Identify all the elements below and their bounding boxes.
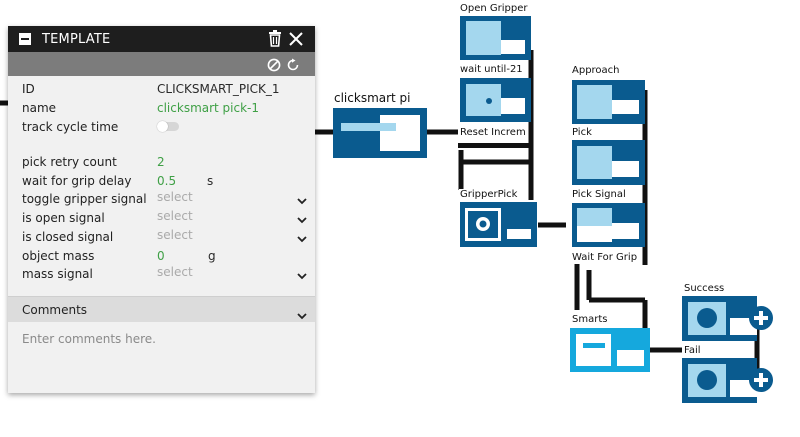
collapse-icon[interactable] — [19, 33, 31, 45]
name-field[interactable]: clicksmart pick-1 — [157, 101, 260, 115]
track-cycle-time-toggle[interactable] — [157, 121, 179, 132]
label-clicksmart: clicksmart pi — [333, 91, 412, 105]
prop-label: toggle gripper signal — [22, 192, 147, 206]
toggle-gripper-signal-select[interactable]: select — [157, 190, 193, 204]
label-gripper-pick: GripperPick — [459, 189, 519, 201]
prop-label: is open signal — [22, 211, 105, 225]
node-success[interactable] — [682, 296, 757, 341]
prop-row-wait-for-grip-delay: wait for grip delay 0.5 s — [8, 172, 315, 190]
id-value: CLICKSMART_PICK_1 — [157, 82, 280, 96]
add-fail-icon[interactable] — [749, 368, 773, 392]
prop-row-object-mass: object mass 0 g — [8, 247, 315, 265]
is-open-signal-select[interactable]: select — [157, 209, 193, 223]
prop-label: object mass — [22, 249, 95, 263]
chevron-down-icon[interactable] — [297, 213, 307, 227]
prop-label: name — [22, 101, 57, 115]
prop-row-toggle-gripper-signal: toggle gripper signal select — [8, 190, 315, 208]
disable-icon[interactable] — [267, 57, 281, 76]
node-gripper-pick[interactable] — [460, 202, 537, 247]
node-wait-until[interactable] — [460, 78, 531, 122]
prop-label: pick retry count — [22, 155, 117, 169]
prop-label: track cycle time — [22, 120, 119, 134]
label-approach: Approach — [571, 65, 621, 77]
comments-header[interactable]: Comments — [8, 296, 315, 322]
label-wait-for-grip: Wait For Grip — [571, 252, 639, 264]
prop-label: mass signal — [22, 267, 93, 281]
prop-row-id: ID CLICKSMART_PICK_1 — [8, 80, 315, 98]
label-smarts: Smarts — [571, 314, 609, 326]
wait-for-grip-delay-field[interactable]: 0.5 — [157, 174, 177, 188]
panel-toolbar — [8, 52, 315, 76]
label-fail: Fail — [683, 345, 702, 357]
label-pick-signal: Pick Signal — [571, 189, 627, 201]
prop-label: is closed signal — [22, 230, 114, 244]
prop-row-track-cycle-time: track cycle time — [8, 118, 315, 136]
panel-header: TEMPLATE — [8, 26, 315, 52]
prop-row-is-open-signal: is open signal select — [8, 209, 315, 227]
chevron-down-icon[interactable] — [297, 232, 307, 246]
node-open-gripper[interactable] — [460, 16, 531, 60]
unit-label: s — [207, 174, 214, 188]
panel-title: TEMPLATE — [42, 31, 111, 47]
object-mass-field[interactable]: 0 — [157, 249, 165, 263]
prop-label: wait for grip delay — [22, 174, 132, 188]
node-approach[interactable] — [572, 80, 645, 124]
prop-row-pick-retry-count: pick retry count 2 — [8, 153, 315, 171]
node-pick[interactable] — [572, 140, 645, 185]
label-open-gripper: Open Gripper — [459, 3, 529, 15]
node-pick-signal[interactable] — [572, 203, 645, 247]
node-clicksmart[interactable] — [333, 108, 427, 158]
pick-retry-count-field[interactable]: 2 — [157, 155, 165, 169]
mass-signal-select[interactable]: select — [157, 265, 193, 279]
add-success-icon[interactable] — [749, 306, 773, 330]
comments-input[interactable]: Enter comments here. — [22, 332, 156, 346]
prop-row-mass-signal: mass signal select — [8, 265, 315, 283]
chevron-down-icon[interactable] — [297, 194, 307, 208]
label-reset-increm: Reset Increm — [459, 127, 527, 139]
prop-row-is-closed-signal: is closed signal select — [8, 228, 315, 246]
reset-icon[interactable] — [286, 57, 300, 76]
is-closed-signal-select[interactable]: select — [157, 228, 193, 242]
label-success: Success — [683, 283, 726, 295]
comments-title: Comments — [22, 303, 88, 317]
node-smarts[interactable] — [570, 328, 650, 372]
chevron-down-icon[interactable] — [297, 269, 307, 283]
unit-label: g — [208, 249, 216, 263]
prop-row-name: name clicksmart pick-1 — [8, 99, 315, 117]
label-pick: Pick — [571, 127, 593, 139]
prop-label: ID — [22, 82, 35, 96]
node-reset-increm[interactable] — [458, 143, 531, 148]
trash-icon[interactable] — [268, 30, 282, 51]
close-icon[interactable] — [289, 31, 303, 50]
node-fail[interactable] — [682, 358, 757, 403]
chevron-down-icon[interactable] — [297, 305, 307, 324]
template-panel: TEMPLATE — [8, 26, 315, 393]
label-wait-until: wait until-21 — [459, 64, 524, 76]
